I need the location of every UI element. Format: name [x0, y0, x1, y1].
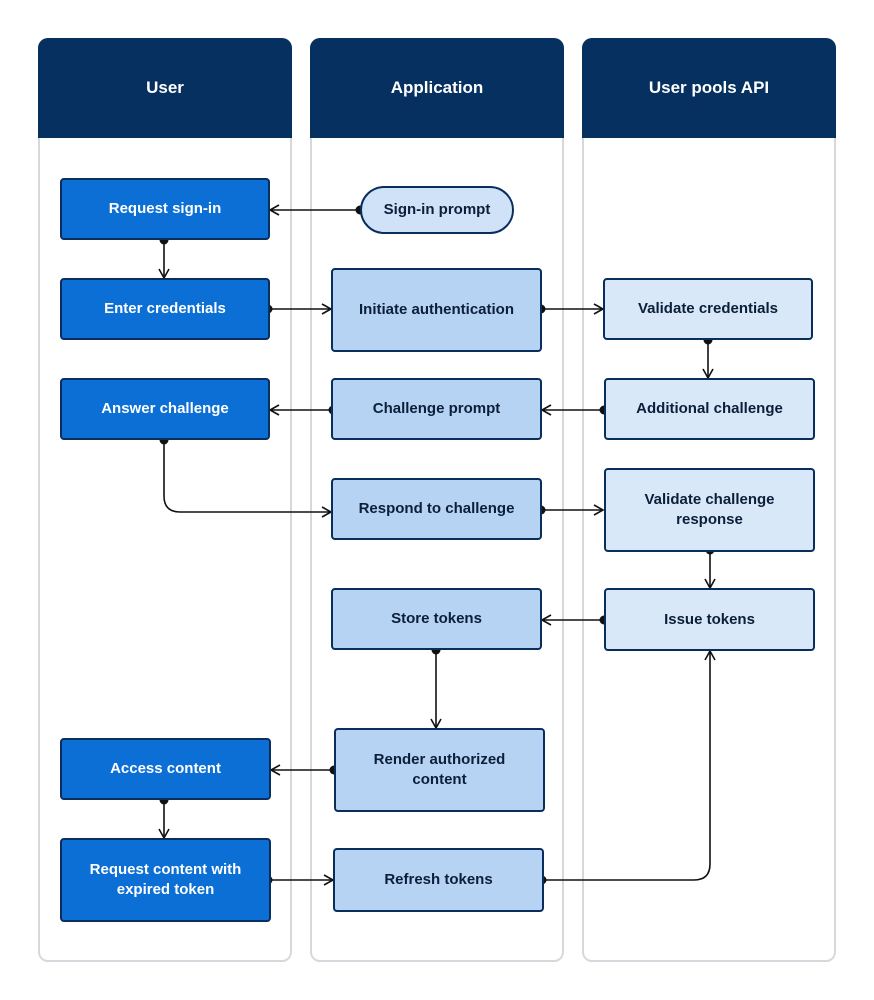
node-initiate-authentication: Initiate authentication [331, 268, 542, 352]
lane-header-application: Application [310, 38, 564, 138]
node-render-authorized-content: Render authorized content [334, 728, 545, 812]
lane-header-user-pools-api: User pools API [582, 38, 836, 138]
node-answer-challenge: Answer challenge [60, 378, 270, 440]
node-additional-challenge: Additional challenge [604, 378, 815, 440]
node-sign-in-prompt: Sign-in prompt [360, 186, 514, 234]
node-refresh-tokens: Refresh tokens [333, 848, 544, 912]
node-challenge-prompt: Challenge prompt [331, 378, 542, 440]
node-access-content: Access content [60, 738, 271, 800]
node-request-sign-in: Request sign-in [60, 178, 270, 240]
node-request-content-expired-token: Request content with expired token [60, 838, 271, 922]
node-issue-tokens: Issue tokens [604, 588, 815, 651]
lane-header-user: User [38, 38, 292, 138]
lane-user: User [38, 38, 292, 962]
node-validate-challenge-response: Validate challenge response [604, 468, 815, 552]
node-enter-credentials: Enter credentials [60, 278, 270, 340]
node-store-tokens: Store tokens [331, 588, 542, 650]
node-respond-to-challenge: Respond to challenge [331, 478, 542, 540]
node-validate-credentials: Validate credentials [603, 278, 813, 340]
